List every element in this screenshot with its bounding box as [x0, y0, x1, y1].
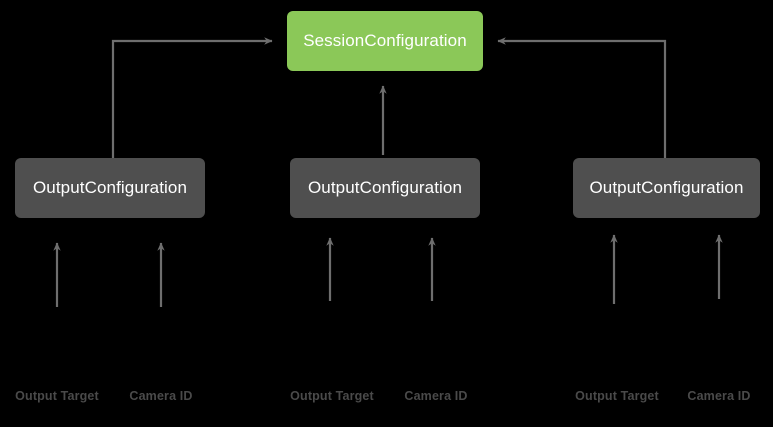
leaf-label-output-target-3: Output Target: [575, 389, 659, 403]
node-output-configuration-right[interactable]: OutputConfiguration: [573, 158, 760, 218]
leaf-label-camera-id-1: Camera ID: [129, 389, 193, 403]
edge-output-left-to-session: [111, 37, 273, 158]
leaf-label-camera-id-2: Camera ID: [404, 389, 468, 403]
leaf-label-camera-id-3: Camera ID: [687, 389, 751, 403]
edge-output-right-to-session: [497, 37, 667, 158]
node-output-configuration-right-label: OutputConfiguration: [589, 178, 744, 197]
node-output-configuration-middle-label: OutputConfiguration: [307, 178, 463, 197]
node-output-configuration-left[interactable]: OutputConfiguration: [15, 158, 205, 218]
node-session-configuration[interactable]: SessionConfiguration: [287, 11, 483, 71]
leaf-label-output-target-1: Output Target: [15, 389, 99, 403]
node-output-configuration-left-label: OutputConfiguration: [32, 178, 188, 197]
node-session-configuration-label: SessionConfiguration: [303, 31, 467, 50]
leaf-label-output-target-2: Output Target: [290, 389, 374, 403]
node-output-configuration-middle[interactable]: OutputConfiguration: [290, 158, 480, 218]
